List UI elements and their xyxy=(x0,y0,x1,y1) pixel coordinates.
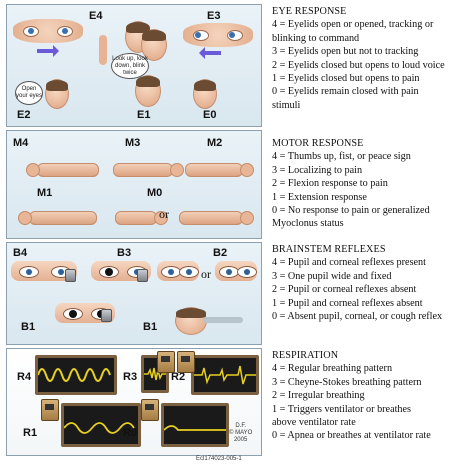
legend-line: 0 = No response to pain or generalized xyxy=(272,205,430,217)
patient-body-icon xyxy=(179,211,254,225)
label-m3: M3 xyxy=(125,137,141,149)
label-b1: B1 xyxy=(21,321,36,333)
label-m1: M1 xyxy=(37,187,53,199)
illustration-column: E4 E3 Look up, look down, blink twice Op… xyxy=(6,4,262,462)
face-icon xyxy=(141,29,167,61)
label-b3: B3 xyxy=(117,247,132,259)
patient-body-icon xyxy=(18,211,97,225)
monitor-triggers-ventilator xyxy=(61,403,141,447)
legend-line: stimuli xyxy=(272,99,301,111)
figure-code: Ecl174023-005-1 xyxy=(196,456,242,462)
ventilator-icon xyxy=(157,351,175,373)
label-b2: B2 xyxy=(213,247,228,259)
section-title: EYE RESPONSE xyxy=(272,6,347,17)
eye-response-panel: E4 E3 Look up, look down, blink twice Op… xyxy=(6,4,262,127)
label-b4: B4 xyxy=(13,247,28,259)
legend-line: 4 = Pupil and corneal reflexes present xyxy=(272,257,426,269)
face-icon xyxy=(193,79,217,109)
legend-line: 2 = Pupil or corneal reflexes absent xyxy=(272,284,417,296)
legend-line: 0 = Absent pupil, corneal, or cough refl… xyxy=(272,311,443,323)
label-e4: E4 xyxy=(89,10,103,22)
label-e3: E3 xyxy=(207,10,221,22)
label-e1: E1 xyxy=(137,109,151,121)
legend-line: 1 = Extension response xyxy=(272,191,367,203)
motor-response-panel: M4 M3 M2 M1 M0 or xyxy=(6,130,262,239)
eyes-open-no-tracking-illustration xyxy=(183,23,253,47)
legend-line: 4 = Thumbs up, fist, or peace sign xyxy=(272,151,411,163)
legend-line: 1 = Eyelids closed but opens to pain xyxy=(272,73,420,85)
suction-catheter-icon xyxy=(203,317,243,323)
eyes-open-illustration xyxy=(13,19,83,43)
label-r1: R1 xyxy=(23,427,38,439)
legend-line: 3 = Cheyne-Stokes breathing pattern xyxy=(272,376,422,388)
legend-line: above ventilator rate xyxy=(272,417,356,429)
legend-line: 0 = Apnea or breathes at ventilator rate xyxy=(272,430,431,442)
legend-line: 2 = Irregular breathing xyxy=(272,390,365,402)
hand-icon xyxy=(99,35,107,65)
monitor-apnea xyxy=(161,403,229,447)
label-r2: R2 xyxy=(171,371,186,383)
ventilator-icon xyxy=(141,399,159,421)
section-title: BRAINSTEM REFLEXES xyxy=(272,244,386,255)
label-m0: M0 xyxy=(147,187,163,199)
or-text: or xyxy=(159,207,169,221)
legend-line: 2 = Flexion response to pain xyxy=(272,178,388,190)
ventilator-icon xyxy=(177,351,195,373)
face-icon xyxy=(135,75,161,107)
legend-line: 2 = Eyelids closed but opens to loud voi… xyxy=(272,59,445,71)
artist-signature: D.F. © MAYO 2005 xyxy=(229,423,253,443)
flashlight-icon xyxy=(65,269,76,282)
label-e0: E0 xyxy=(203,109,217,121)
label-e2: E2 xyxy=(17,109,31,121)
monitor-regular xyxy=(35,355,117,395)
eye-response-legend: EYE RESPONSE 4 = Eyelids open or opened,… xyxy=(272,5,472,112)
speech-bubble: Look up, look down, blink twice xyxy=(111,53,149,79)
legend-line: Myoclonus status xyxy=(272,218,344,230)
arrow-right-icon xyxy=(37,45,59,57)
legend-line: 4 = Eyelids open or opened, tracking or xyxy=(272,19,434,31)
patient-body-icon xyxy=(113,163,184,177)
legend-line: 3 = One pupil wide and fixed xyxy=(272,270,392,282)
label-r4: R4 xyxy=(17,371,32,383)
legend-line: 0 = Eyelids remain closed with pain xyxy=(272,86,419,98)
flashlight-icon xyxy=(137,269,148,282)
label-r0: R0 xyxy=(123,427,138,439)
motor-response-legend: MOTOR RESPONSE 4 = Thumbs up, fist, or p… xyxy=(272,137,472,231)
section-title: RESPIRATION xyxy=(272,350,339,361)
label-r3: R3 xyxy=(123,371,138,383)
arrow-left-icon xyxy=(199,47,221,59)
brainstem-reflexes-legend: BRAINSTEM REFLEXES 4 = Pupil and corneal… xyxy=(272,243,472,323)
label-m2: M2 xyxy=(207,137,223,149)
eyes-illustration xyxy=(157,261,199,281)
patient-body-icon xyxy=(26,163,99,177)
respiration-panel: R4 R3 R2 R1 R0 D.F. © MAYO 2005 xyxy=(6,348,262,456)
or-text: or xyxy=(201,267,211,281)
ventilator-icon xyxy=(41,399,59,421)
brainstem-reflexes-panel: B4 B3 B2 or B1 B1 xyxy=(6,242,262,345)
legend-line: blinking to command xyxy=(272,32,360,44)
section-title: MOTOR RESPONSE xyxy=(272,138,364,149)
respiration-legend: RESPIRATION 4 = Regular breathing patter… xyxy=(272,349,472,443)
label-b1-alt: B1 xyxy=(143,321,158,333)
speech-bubble: Open your eyes xyxy=(15,81,43,105)
patient-body-icon xyxy=(185,163,254,177)
eyes-illustration xyxy=(215,261,257,281)
face-icon xyxy=(175,307,207,335)
legend-line: 4 = Regular breathing pattern xyxy=(272,363,393,375)
legend-line: 1 = Triggers ventilator or breathes xyxy=(272,403,412,415)
legend-column: EYE RESPONSE 4 = Eyelids open or opened,… xyxy=(272,0,472,465)
legend-line: 3 = Eyelids open but not to tracking xyxy=(272,46,419,58)
legend-line: 3 = Localizing to pain xyxy=(272,164,363,176)
face-icon xyxy=(45,79,69,109)
legend-line: 1 = Pupil and corneal reflexes absent xyxy=(272,297,423,309)
flashlight-icon xyxy=(101,309,112,322)
label-m4: M4 xyxy=(13,137,29,149)
monitor-irregular xyxy=(191,355,259,395)
patient-body-icon xyxy=(115,211,168,225)
